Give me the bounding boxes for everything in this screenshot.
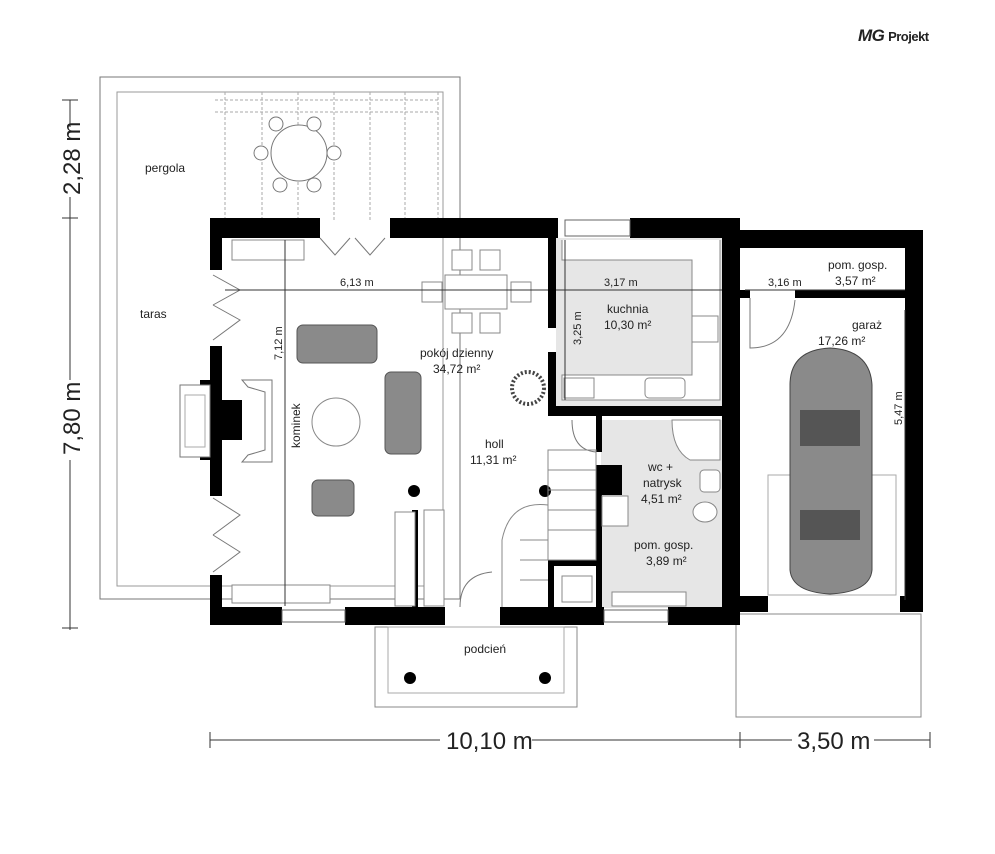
label-garage-area: 17,26 m² — [818, 334, 865, 348]
brand-projekt: Projekt — [888, 29, 929, 44]
column — [408, 485, 420, 497]
brand-logo: MG Projekt — [858, 26, 929, 46]
label-taras: taras — [140, 307, 167, 321]
wc-fixtures — [561, 419, 721, 607]
dim-kitchen-width: 3,17 m — [604, 277, 638, 289]
windows — [281, 219, 669, 623]
column — [539, 485, 551, 497]
dim-kitchen-depth: 3,25 m — [572, 311, 584, 345]
label-living-area: 34,72 m² — [433, 362, 480, 376]
porch-column — [539, 672, 551, 684]
label-utility-garage-area: 3,57 m² — [835, 274, 876, 288]
dim-living-width: 6,13 m — [340, 277, 374, 289]
dim-garage-width: 3,50 m — [797, 728, 870, 755]
pergola-beams — [215, 92, 440, 222]
dim-bg — [55, 380, 85, 460]
dim-bg — [440, 726, 532, 754]
car — [767, 347, 897, 596]
label-holl-area: 11,31 m² — [470, 453, 516, 467]
dim-bg — [792, 726, 874, 754]
porch-column — [404, 672, 416, 684]
label-kitchen-area: 10,30 m² — [604, 318, 651, 332]
label-utility-name: pom. gosp. — [634, 538, 693, 552]
driveway-outline — [735, 613, 922, 718]
label-wc-area: 4,51 m² — [641, 492, 682, 506]
living-furniture — [231, 239, 546, 607]
label-living-name: pokój dzienny — [420, 346, 493, 360]
label-kitchen-name: kuchnia — [607, 302, 649, 316]
dim-living-depth: 7,12 m — [273, 326, 285, 360]
fireplace — [179, 379, 273, 463]
dim-garage-depth: 5,47 m — [893, 391, 905, 425]
label-utility-garage-name: pom. gosp. — [828, 258, 887, 272]
house-walls — [200, 218, 740, 625]
dim-house-width: 10,10 m — [446, 728, 533, 755]
staircase — [501, 449, 597, 607]
label-wc-line2: natrysk — [643, 476, 683, 490]
pergola-table — [253, 116, 342, 193]
porch-inner — [387, 626, 565, 694]
label-garage-name: garaż — [852, 318, 882, 332]
label-utility-area: 3,89 m² — [646, 554, 687, 568]
label-podcien: podcień — [464, 642, 506, 656]
label-holl-name: holl — [485, 437, 504, 451]
dim-garage-utility-width: 3,16 m — [768, 277, 802, 289]
dim-pergola-depth: 2,28 m — [59, 122, 86, 195]
label-kominek: kominek — [289, 402, 303, 448]
dim-bg — [55, 127, 85, 197]
label-pergola: pergola — [145, 161, 185, 175]
label-wc-line1: wc + — [647, 460, 673, 474]
garage-walls — [740, 230, 923, 612]
brand-mg: MG — [858, 26, 885, 45]
dim-house-depth: 7,80 m — [59, 382, 86, 455]
kitchen-counters — [561, 240, 721, 401]
porch-outline — [374, 626, 578, 708]
